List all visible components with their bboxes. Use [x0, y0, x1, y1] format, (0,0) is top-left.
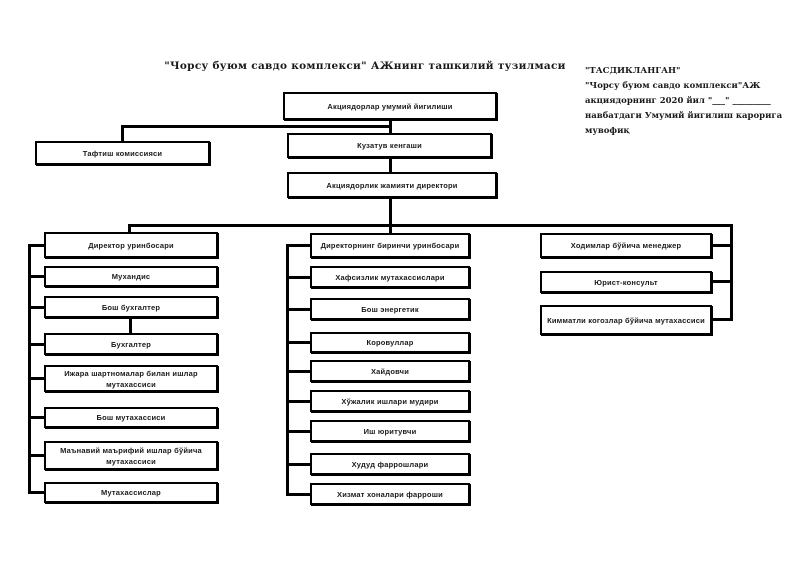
node-lease-contracts-specialist: Ижара шартномалар билан ишлар мутахассис… — [44, 365, 218, 392]
connector-line — [286, 493, 310, 496]
connector-line — [712, 318, 730, 321]
connector-line — [28, 275, 44, 278]
node-legal-counsel: Юрист-консульт — [540, 271, 712, 293]
node-chief-specialist: Бош мутахассиси — [44, 407, 218, 428]
node-security-specialists: Хафсизлик мутахассислари — [310, 266, 470, 288]
node-audit-commission: Тафтиш комиссияси — [35, 141, 210, 165]
node-engineer: Мухандис — [44, 266, 218, 287]
connector-line — [286, 308, 310, 311]
connector-line — [389, 224, 392, 234]
approval-block: "ТАСДИКЛАНГАН" "Чорсу буюм савдо комплек… — [585, 64, 797, 139]
connector-line — [286, 370, 310, 373]
node-spiritual-affairs-specialist: Маънавий маърифий ишлар бўйича мутахасси… — [44, 441, 218, 470]
connector-line — [389, 198, 392, 226]
connector-line — [712, 280, 730, 283]
connector-line — [286, 400, 310, 403]
connector-line — [28, 244, 44, 247]
chart-title: "Чорсу буюм савдо комплекси" АЖнинг ташк… — [164, 60, 566, 72]
approval-line: мувофиқ — [585, 126, 630, 136]
node-chief-power-engineer: Бош энергетик — [310, 298, 470, 320]
node-securities-specialist: Кимматли когозлар бўйича мутахассиси — [540, 305, 712, 335]
connector-line — [28, 343, 44, 346]
node-deputy-director: Директор уринбосари — [44, 232, 218, 258]
connector-line — [28, 491, 44, 494]
connector-line — [730, 224, 733, 321]
connector-line — [121, 125, 124, 141]
node-clerk: Иш юритувчи — [310, 420, 470, 442]
approval-line: акциядорнинг 2020 йил "___" _________ — [585, 96, 771, 106]
connector-line — [28, 416, 44, 419]
approval-line: "Чорсу буюм савдо комплекси"АЖ — [585, 81, 761, 91]
connector-line — [389, 158, 392, 172]
node-driver: Хайдовчи — [310, 360, 470, 382]
approval-line: навбатдаги Умумий йигилиш карорига — [585, 111, 783, 121]
connector-line — [28, 377, 44, 380]
connector-line — [712, 244, 730, 247]
connector-line — [128, 224, 733, 227]
node-specialists: Мутахассислар — [44, 482, 218, 503]
node-first-deputy-director: Директорнинг биринчи уринбосари — [310, 233, 470, 258]
connector-line — [286, 244, 310, 247]
connector-line — [28, 306, 44, 309]
node-supervisory-board: Кузатув кенгаши — [287, 133, 492, 158]
node-guards: Коровуллар — [310, 332, 470, 353]
connector-line — [28, 454, 44, 457]
node-director: Акциядорлик жамияти директори — [287, 172, 497, 198]
node-household-manager: Хўжалик ишлари мудири — [310, 390, 470, 412]
connector-line — [286, 463, 310, 466]
connector-line — [128, 224, 131, 233]
node-hr-manager: Ходимлар бўйича менеджер — [540, 233, 712, 258]
node-territory-cleaners: Худуд фаррошлари — [310, 453, 470, 475]
node-chief-accountant: Бош бухгалтер — [44, 296, 218, 318]
connector-line — [286, 341, 310, 344]
node-service-rooms-cleaner: Хизмат хоналари фарроши — [310, 483, 470, 505]
approval-line: "ТАСДИКЛАНГАН" — [585, 66, 681, 76]
connector-line — [286, 430, 310, 433]
node-general-meeting: Акциядорлар умумий йигилиши — [283, 92, 497, 120]
connector-line — [28, 244, 31, 494]
node-accountant: Бухгалтер — [44, 333, 218, 355]
connector-line — [286, 276, 310, 279]
connector-line — [129, 318, 132, 333]
connector-line — [121, 125, 391, 128]
